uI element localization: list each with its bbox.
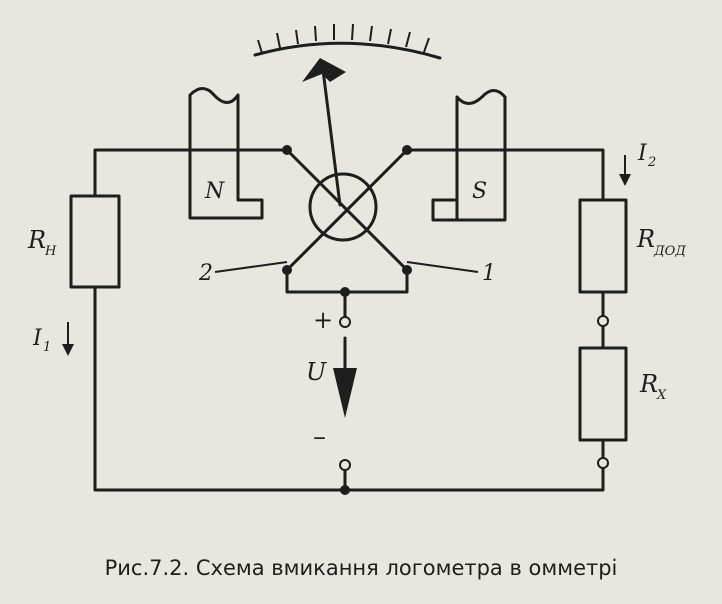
label-i1-sub: 1 <box>43 340 51 355</box>
label-r-x-main: R <box>639 370 658 398</box>
pole-s-label: S <box>472 179 487 204</box>
terminal-rx-top <box>597 315 609 327</box>
resistor-rn <box>69 194 121 289</box>
wire-left-top <box>93 148 289 198</box>
label-r-dod-main: R <box>636 225 655 253</box>
pole-n-label: N <box>204 179 225 204</box>
junction-dot <box>340 485 350 495</box>
wire-right-top <box>405 148 605 202</box>
label-coil-1: 1 <box>482 261 496 286</box>
label-minus: – <box>313 422 326 452</box>
meter-pointer <box>321 68 342 207</box>
label-r-n-main: R <box>27 226 46 254</box>
label-plus: + <box>313 306 333 334</box>
label-voltage: U <box>306 358 327 386</box>
magnet-pole-s <box>455 89 507 222</box>
pole-s-shoe <box>431 198 459 222</box>
label-i2-main: I <box>637 141 648 166</box>
meter-scale-ticks <box>257 23 430 54</box>
label-i2-sub: 2 <box>647 155 656 170</box>
label-r-dod-sub: ДОД <box>653 244 686 259</box>
coil-2-leader <box>214 261 288 273</box>
label-i1-main: I <box>32 326 43 351</box>
label-r-x-sub: X <box>656 388 667 403</box>
meter-scale-arc <box>253 41 442 60</box>
pointer-arrowhead <box>302 58 346 82</box>
label-r-n-sub: Н <box>44 244 57 259</box>
resistor-rx <box>578 346 628 442</box>
current-i1-arrowhead <box>62 344 74 356</box>
figure-caption: Рис.7.2. Схема вмикання логометра в омме… <box>104 556 618 580</box>
resistor-rdod <box>578 198 628 294</box>
magnet-pole-n <box>188 87 264 220</box>
meter-core <box>308 172 378 242</box>
current-i2-arrowhead <box>619 174 631 186</box>
terminal-minus <box>339 459 351 471</box>
label-coil-2: 2 <box>198 261 213 286</box>
coil-1-leader <box>406 261 479 273</box>
terminal-rx-bottom <box>597 457 609 469</box>
junction-dot <box>340 287 350 297</box>
terminal-plus <box>339 316 351 328</box>
coil-2 <box>285 148 409 272</box>
voltage-arrowhead <box>333 368 357 418</box>
